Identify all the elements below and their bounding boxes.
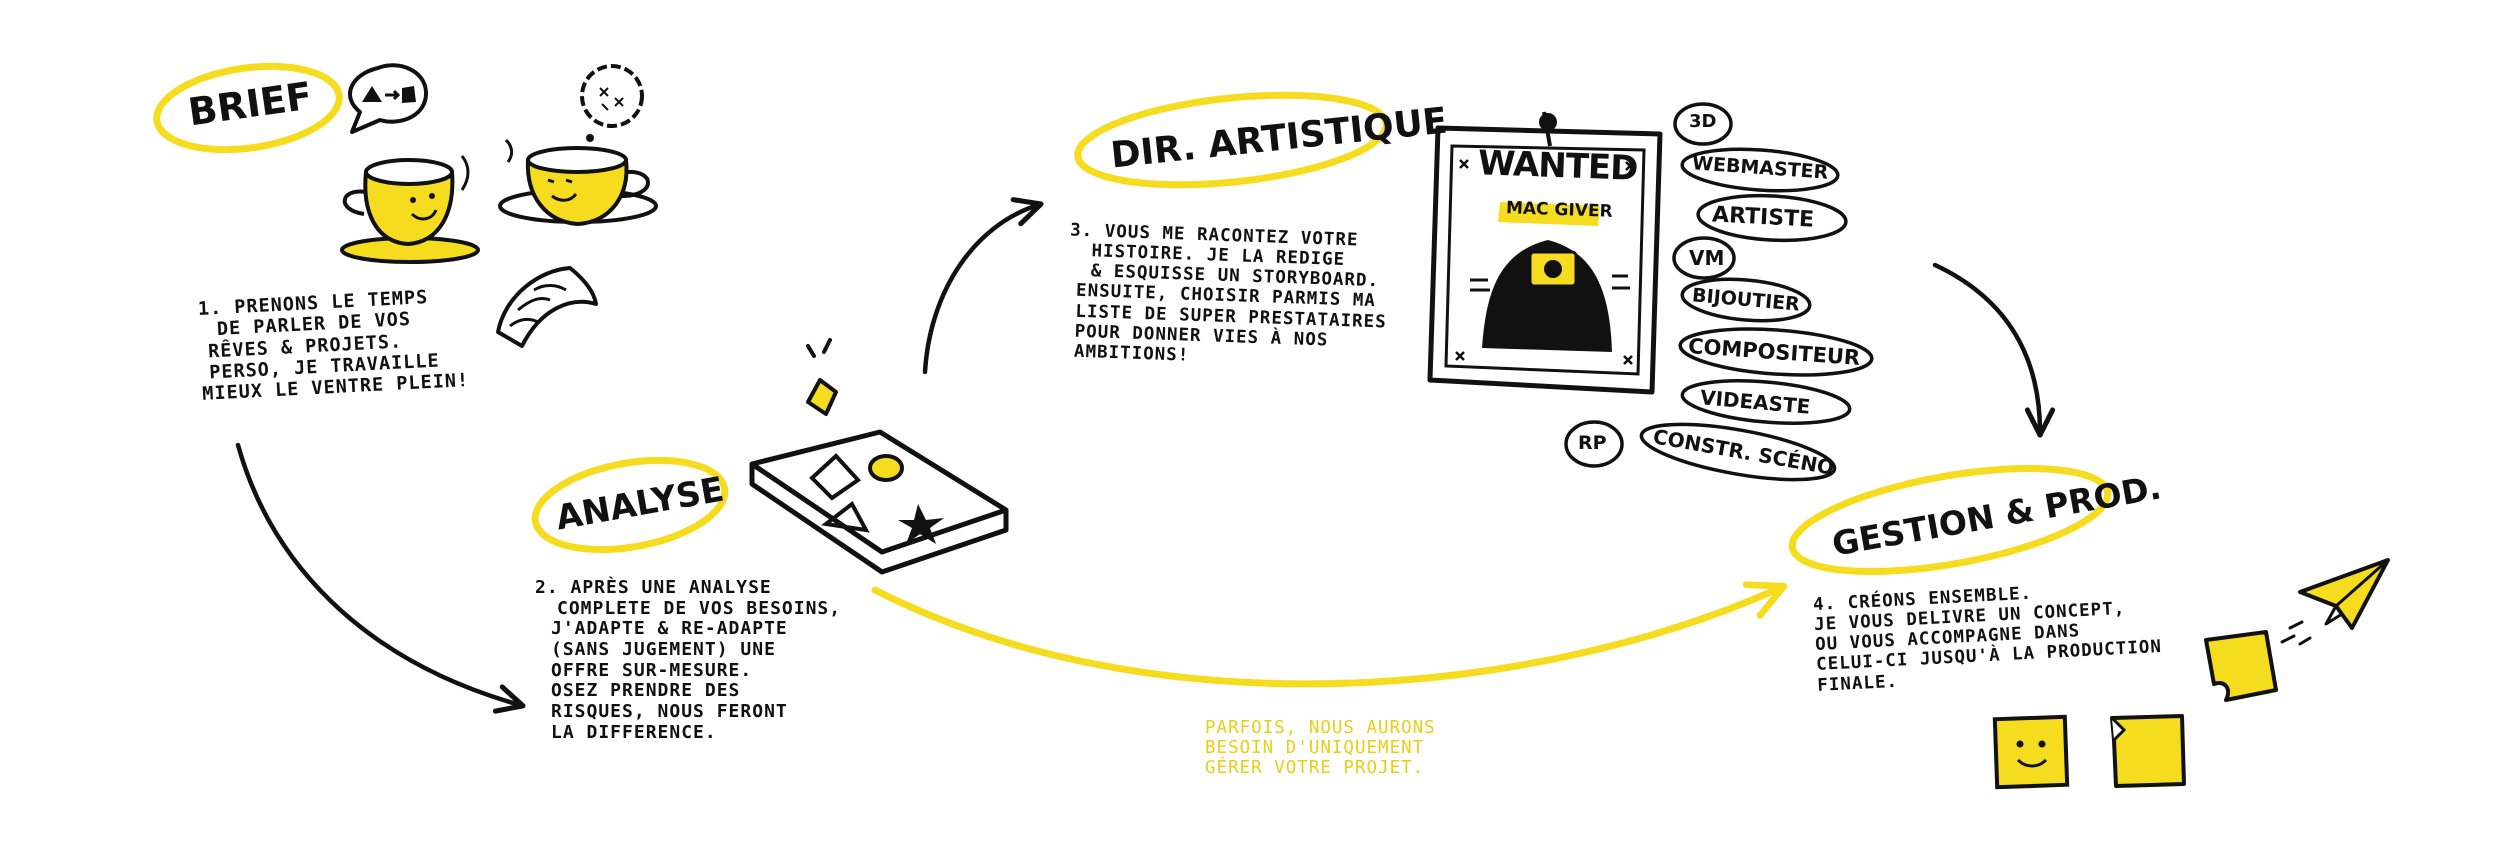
coffee-cup-right-icon: [498, 138, 658, 226]
direction-description: 3. VOUS ME RACONTEZ VOTRE HISTOIRE. JE L…: [1066, 220, 1390, 372]
role-artiste: ARTISTE: [1711, 202, 1815, 233]
wanted-poster-icon: [1427, 111, 1663, 395]
analyse-line: LA DIFFERENCE.: [551, 721, 717, 743]
shape-sorter-board-icon: [749, 429, 1009, 575]
shortcut-arc-analyse-to-gestion: [871, 581, 1788, 688]
shortcut-note: PARFOIS, NOUS AURONS BESOIN D'UNIQUEMENT…: [1205, 718, 1436, 778]
role-3d: 3D: [1689, 111, 1717, 132]
thought-bubble-icon: [578, 64, 644, 153]
sticky-note-folded-icon: [2110, 714, 2186, 788]
speech-bubble-icon: [348, 63, 429, 134]
poster-title: WANTED: [1477, 143, 1639, 189]
arrow-analyse-to-direction: [922, 197, 1044, 375]
analyse-line: 2. APRÈS UNE ANALYSE: [535, 577, 772, 598]
analyse-line: OFFRE SUR-MESURE.: [551, 659, 753, 681]
gestion-description: 4. CRÉONS ENSEMBLE. JE VOUS DELIVRE UN C…: [1813, 577, 2164, 696]
croissant-icon: [496, 266, 598, 348]
brief-title-oval: [153, 62, 343, 154]
arrow-brief-to-analyse: [235, 442, 526, 714]
analyse-line: RISQUES, NOUS FERONT: [551, 701, 788, 723]
analyse-line: COMPLETE DE VOS BESOINS,: [557, 597, 842, 619]
analyse-title-oval: [531, 456, 729, 554]
arrow-direction-to-gestion: [1932, 262, 2056, 438]
analyse-description: 2. APRÈS UNE ANALYSE COMPLETE DE VOS BES…: [535, 577, 842, 744]
analyse-line: OSEZ PRENDRE DES: [551, 680, 741, 702]
sticky-note-smiley-icon: [1992, 714, 2070, 790]
shortcut-note-line: GÉRER VOTRE PROJET.: [1205, 758, 1425, 779]
gestion-title-oval: [1788, 465, 2112, 575]
role-ovals: [1564, 102, 1874, 482]
shortcut-note-line: BESOIN D'UNIQUEMENT: [1205, 738, 1425, 759]
role-rp: RP: [1578, 432, 1607, 454]
paper-plane-icon: [2280, 558, 2390, 646]
brief-description: 1. PRENONS LE TEMPS DE PARLER DE VOS RÊV…: [197, 285, 469, 405]
gem-icon: [806, 338, 838, 416]
analyse-line: (SANS JUGEMENT) UNE: [551, 639, 776, 661]
shortcut-note-line: PARFOIS, NOUS AURONS: [1205, 718, 1436, 738]
role-vm: VM: [1689, 246, 1725, 270]
direction-title-oval: [1074, 91, 1390, 189]
coffee-cup-left-icon: [340, 155, 480, 264]
poster-subtitle: MAC GIVER: [1505, 198, 1613, 222]
sticky-note-flying-icon: [2204, 630, 2278, 702]
analyse-line: J'ADAPTE & RE-ADAPTE: [551, 618, 788, 640]
